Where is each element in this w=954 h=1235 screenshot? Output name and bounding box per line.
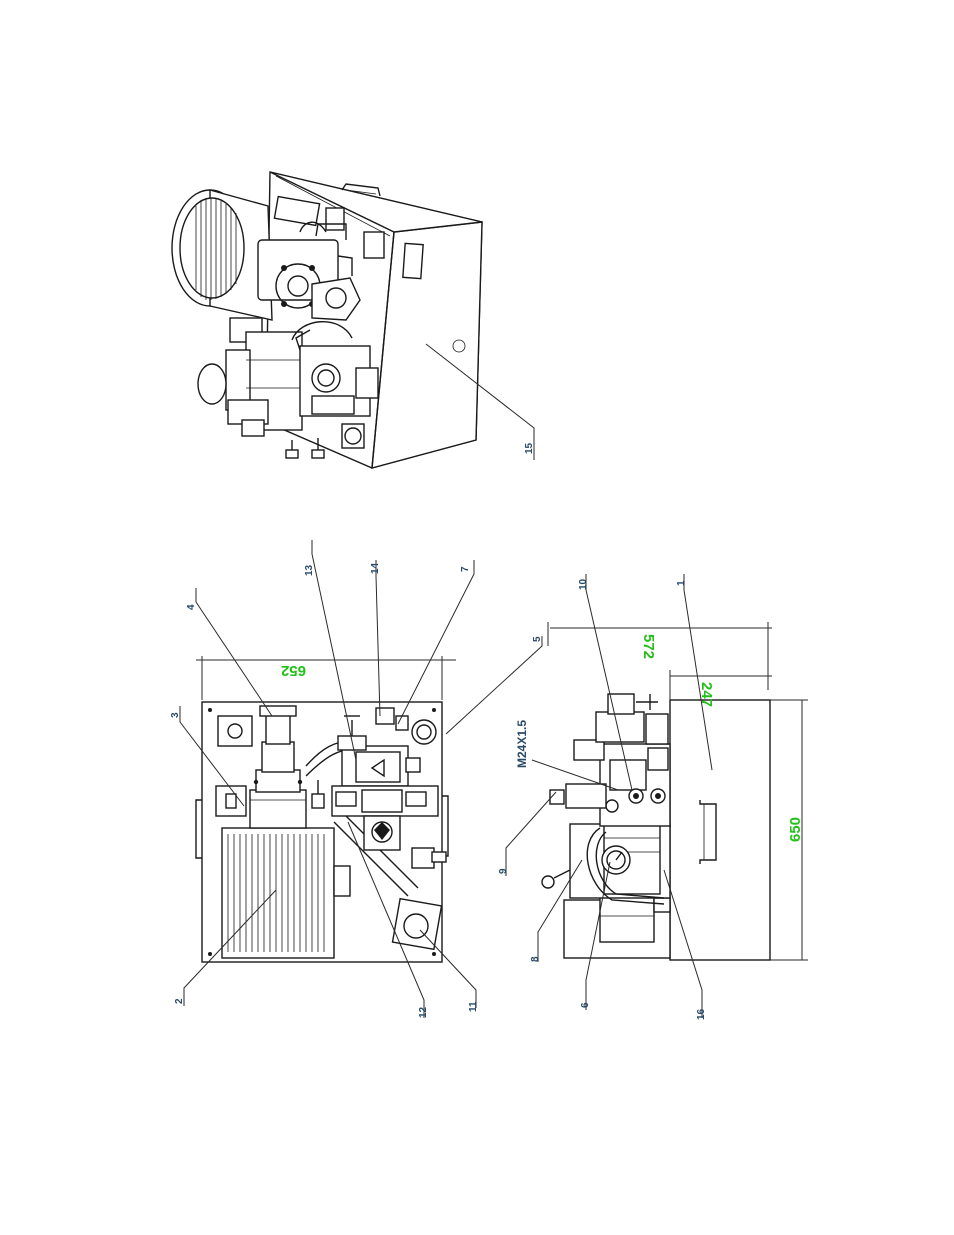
callout-16: 16 [696,1008,707,1020]
callout-14: 14 [370,562,381,574]
side-tank [670,700,770,960]
callout-8: 8 [530,956,541,962]
dim-652-label: 652 [281,662,306,679]
callout-10: 10 [578,578,589,590]
callout-6: 6 [580,1002,591,1008]
dim-650: 650 [770,700,808,960]
dim-572-label: 572 [640,634,657,659]
dim-572: 572 [548,622,772,690]
callout-11: 11 [468,1001,479,1012]
callout-15: 15 [524,442,535,454]
dim-650-label: 650 [787,817,804,842]
callout-9: 9 [498,868,509,874]
callout-7: 7 [460,566,471,572]
callout-2: 2 [174,998,185,1004]
front-view: 652 2 3 4 13 14 7 12 11 [170,540,479,1018]
thread-label: M24X1.5 [515,720,529,768]
dim-652: 652 [196,656,456,700]
front-motor [222,828,350,958]
callout-3: 3 [170,712,181,718]
callout-4: 4 [186,604,197,610]
side-motor [564,896,670,958]
callout-5: 5 [532,636,543,642]
callout-12: 12 [418,1006,429,1018]
side-view: M24X1.5 572 247 650 5 10 [446,574,808,1020]
callout-1: 1 [676,580,687,586]
front-bellhousing [250,706,306,828]
front-valve-stack [332,716,438,850]
isometric-view: 15 [172,172,535,468]
callout-13: 13 [304,564,315,576]
side-handle [700,800,716,864]
dim-247: 247 [670,670,772,707]
